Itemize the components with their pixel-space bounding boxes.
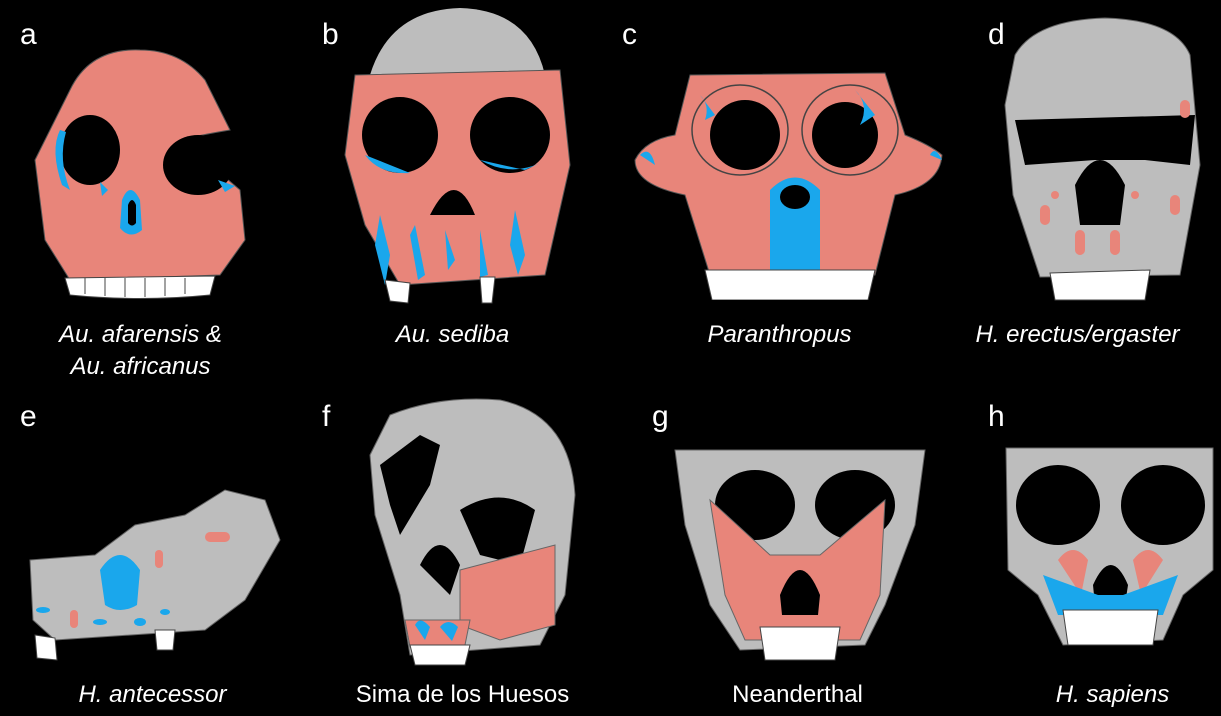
caption-a-line2: Au. africanus [0, 352, 293, 382]
skull-paranthropus [630, 45, 950, 300]
caption-e: H. antecessor [0, 680, 305, 710]
panel-letter-f: f [322, 400, 330, 434]
panel-letter-e: e [20, 400, 37, 434]
caption-h: H. sapiens [960, 680, 1221, 710]
caption-f: Sima de los Huesos [310, 680, 615, 710]
skull-antecessor [25, 480, 285, 670]
skull-sapiens [1003, 445, 1218, 660]
caption-c: Paranthropus [627, 320, 932, 350]
caption-d: H. erectus/ergaster [925, 320, 1221, 350]
panel-letter-g: g [652, 400, 669, 434]
caption-b: Au. sediba [300, 320, 605, 350]
skull-sima-de-los-huesos [360, 395, 590, 670]
skull-sediba [330, 5, 580, 305]
caption-a-line1: Au. afarensis & [0, 320, 293, 350]
caption-g: Neanderthal [645, 680, 950, 710]
skull-afarensis-africanus [30, 40, 250, 305]
panel-letter-h: h [988, 400, 1005, 434]
skull-erectus-ergaster [995, 15, 1205, 305]
skull-neanderthal [670, 445, 930, 670]
